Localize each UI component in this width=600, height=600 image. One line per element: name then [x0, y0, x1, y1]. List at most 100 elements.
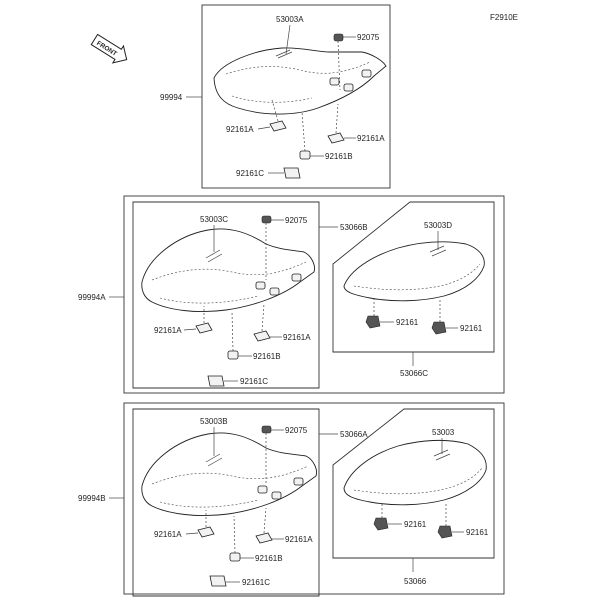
top-seat-logo-mark — [275, 49, 293, 59]
middle-damper-a-right-axis — [261, 303, 265, 332]
top-seat-bump-2 — [343, 83, 354, 92]
bottom-rear-seat-seam — [353, 467, 483, 495]
middle-damper-a-left-icon — [195, 322, 213, 334]
bottom-damper-a-left-label: 92161A — [154, 530, 182, 539]
bottom-damper-c-label: 92161C — [242, 578, 270, 587]
middle-rear-frame — [332, 201, 495, 353]
middle-damper-a-left-leader — [183, 328, 197, 331]
bottom-damper-a-right-icon — [255, 532, 273, 544]
middle-damper-c-icon — [207, 375, 225, 387]
top-damper-a-left-leader — [257, 126, 271, 130]
bottom-damper-b-label: 92161B — [255, 554, 283, 563]
top-damper-b-icon — [299, 150, 311, 160]
bottom-rear-sub-label: 53066 — [404, 577, 427, 586]
middle-damper-b-axis — [231, 311, 234, 352]
middle-damper-c-label: 92161C — [240, 377, 268, 386]
middle-grommet-label: 92075 — [285, 216, 308, 225]
top-seat-seam-2 — [231, 95, 313, 103]
top-damper-c-icon — [283, 167, 301, 179]
middle-damper-a-right-icon — [253, 330, 271, 342]
bottom-rear-damper-left-label: 92161 — [404, 520, 427, 529]
top-seat-label: 53003A — [276, 15, 304, 24]
top-grommet-axis — [337, 40, 341, 91]
top-seat-icon — [213, 47, 387, 115]
top-damper-b-label: 92161B — [325, 152, 353, 161]
bottom-damper-a-right-label: 92161A — [285, 535, 313, 544]
top-grommet-icon — [333, 33, 344, 42]
bottom-seat-front-seam-2 — [159, 499, 259, 508]
top-frame — [201, 4, 391, 189]
middle-seat-front-logo — [205, 249, 223, 263]
top-damper-c-label: 92161C — [236, 169, 264, 178]
bottom-seat-bump-3 — [293, 477, 304, 486]
bottom-rear-frame — [332, 408, 495, 559]
middle-seat-sub-label: 53066B — [340, 223, 368, 232]
middle-seat-bump-3 — [291, 273, 302, 282]
bottom-damper-b-icon — [229, 552, 241, 562]
top-damper-a-right-label: 92161A — [357, 134, 385, 143]
bottom-front-frame — [132, 408, 320, 597]
top-damper-a-left-icon — [269, 120, 287, 132]
middle-rear-sub-label: 53066C — [400, 369, 428, 378]
top-seat-bump-3 — [361, 69, 372, 78]
middle-front-frame — [132, 201, 320, 389]
figure-code: F2910E — [490, 13, 518, 22]
middle-seat-front-label: 53003C — [200, 215, 228, 224]
bottom-damper-a-left-icon — [197, 526, 215, 538]
bottom-grommet-icon — [261, 425, 272, 434]
top-damper-a-right-icon — [327, 132, 345, 144]
bottom-seat-bump-2 — [271, 491, 282, 500]
bottom-seat-front-icon — [141, 432, 317, 516]
middle-rear-seat-logo — [429, 245, 447, 257]
top-grommet-label: 92075 — [357, 33, 380, 42]
top-seat-leader — [285, 24, 291, 55]
top-seat-bump-1 — [329, 77, 340, 86]
middle-assembly-label: 99994A — [78, 293, 106, 302]
middle-grommet-icon — [261, 215, 272, 224]
middle-rear-damper-left-icon — [365, 315, 381, 329]
bottom-seat-sub-label: 53066A — [340, 430, 368, 439]
middle-rear-damper-right-icon — [431, 321, 447, 335]
middle-damper-b-icon — [227, 350, 239, 360]
bottom-damper-c-icon — [209, 575, 227, 587]
bottom-rear-seat-logo — [433, 449, 451, 461]
bottom-damper-a-left-leader — [185, 532, 199, 535]
bottom-assembly-label: 99994B — [78, 494, 106, 503]
middle-seat-front-seam — [151, 261, 307, 281]
bottom-seat-bump-1 — [257, 485, 268, 494]
bottom-rear-damper-right-icon — [437, 525, 453, 539]
middle-seat-bump-2 — [269, 287, 280, 296]
group-middle: 99994A 53003C 92075 53066B 92161A 92161A — [78, 195, 505, 394]
bottom-seat-front-logo — [205, 453, 223, 467]
middle-rear-seat-label: 53003D — [424, 221, 452, 230]
bottom-grommet-label: 92075 — [285, 426, 308, 435]
bottom-outer-frame — [123, 402, 505, 595]
middle-seat-front-seam-2 — [159, 295, 259, 304]
bottom-seat-front-label: 53003B — [200, 417, 228, 426]
middle-damper-a-left-label: 92161A — [154, 326, 182, 335]
bottom-rear-seat-icon — [343, 439, 487, 506]
group-top: 99994 53003A 92075 92161A 92161A 92161B — [160, 4, 391, 189]
middle-rear-seat-seam — [353, 263, 481, 291]
top-damper-a-right-axis — [335, 103, 339, 134]
bottom-damper-a-right-axis — [263, 507, 267, 534]
group-bottom: 99994B 53003B 92075 53066A 92161A 92161A — [78, 402, 505, 597]
middle-rear-damper-left-label: 92161 — [396, 318, 419, 327]
middle-outer-frame — [123, 195, 505, 394]
bottom-rear-damper-left-icon — [373, 517, 389, 531]
bottom-rear-seat-label: 53003 — [432, 428, 455, 437]
front-arrow-icon: FRONT — [90, 33, 128, 64]
top-damper-b-axis — [301, 111, 306, 152]
middle-damper-b-label: 92161B — [253, 352, 281, 361]
top-damper-a-left-label: 92161A — [226, 125, 254, 134]
bottom-seat-front-seam — [151, 465, 309, 485]
middle-seat-bump-1 — [255, 281, 266, 290]
middle-damper-a-right-label: 92161A — [283, 333, 311, 342]
top-assembly-label: 99994 — [160, 93, 183, 102]
bottom-damper-b-axis — [233, 515, 236, 554]
middle-rear-seat-icon — [343, 241, 485, 302]
middle-seat-front-icon — [141, 228, 315, 312]
bottom-rear-damper-right-label: 92161 — [466, 528, 489, 537]
middle-rear-damper-right-label: 92161 — [460, 324, 483, 333]
